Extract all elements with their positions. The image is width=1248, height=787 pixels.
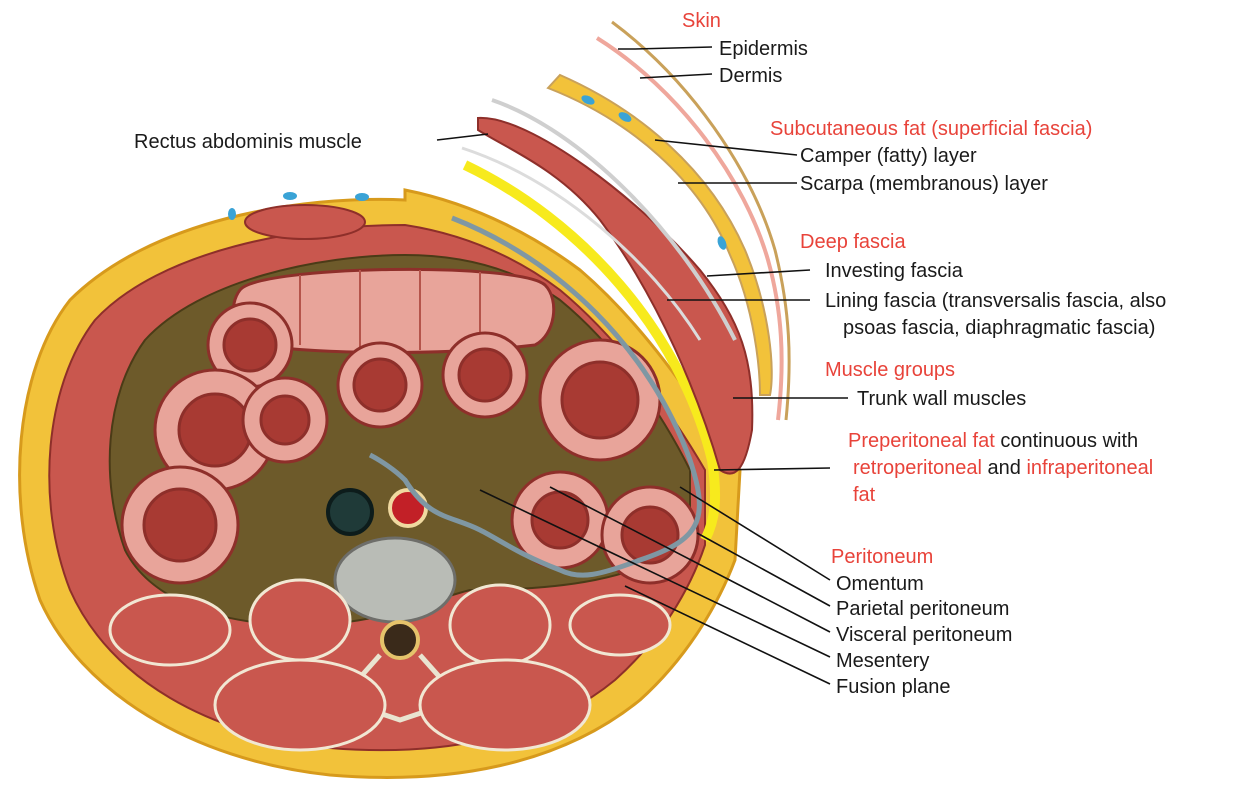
cross-section-illustration: [20, 190, 740, 777]
label-preperitoneal-line3: fat: [853, 484, 876, 506]
label-lining-fascia-1: Lining fascia (transversalis fascia, als…: [825, 290, 1166, 312]
label-muscle-groups: Muscle groups: [825, 359, 955, 381]
label-investing-fascia: Investing fascia: [825, 260, 964, 282]
ivc: [328, 490, 372, 534]
label-preperitoneal-line1: Preperitoneal fat continuous with: [848, 430, 1138, 452]
label-fusion-plane: Fusion plane: [836, 676, 951, 698]
spinal-canal: [382, 622, 418, 658]
label-camper-layer: Camper (fatty) layer: [800, 145, 977, 167]
label-mesentery: Mesentery: [836, 650, 929, 672]
label-trunk-wall-muscles: Trunk wall muscles: [857, 388, 1026, 410]
label-omentum: Omentum: [836, 573, 924, 595]
label-epidermis: Epidermis: [719, 38, 808, 60]
label-dermis: Dermis: [719, 65, 782, 87]
label-visceral-peritoneum: Visceral peritoneum: [836, 624, 1012, 646]
rectus-abdominis-left: [245, 205, 365, 239]
label-rectus-abdominis: Rectus abdominis muscle: [134, 131, 362, 153]
label-subcutaneous-fat: Subcutaneous fat (superficial fascia): [770, 118, 1092, 140]
label-scarpa-layer: Scarpa (membranous) layer: [800, 173, 1048, 195]
label-skin: Skin: [682, 10, 721, 32]
label-deep-fascia: Deep fascia: [800, 231, 906, 253]
label-parietal-peritoneum: Parietal peritoneum: [836, 598, 1009, 620]
aorta: [390, 490, 426, 526]
label-lining-fascia-2: psoas fascia, diaphragmatic fascia): [843, 317, 1155, 339]
label-preperitoneal-line2: retroperitoneal and infraperitoneal: [853, 457, 1153, 479]
label-peritoneum: Peritoneum: [831, 546, 933, 568]
vertebral-body: [335, 538, 455, 622]
